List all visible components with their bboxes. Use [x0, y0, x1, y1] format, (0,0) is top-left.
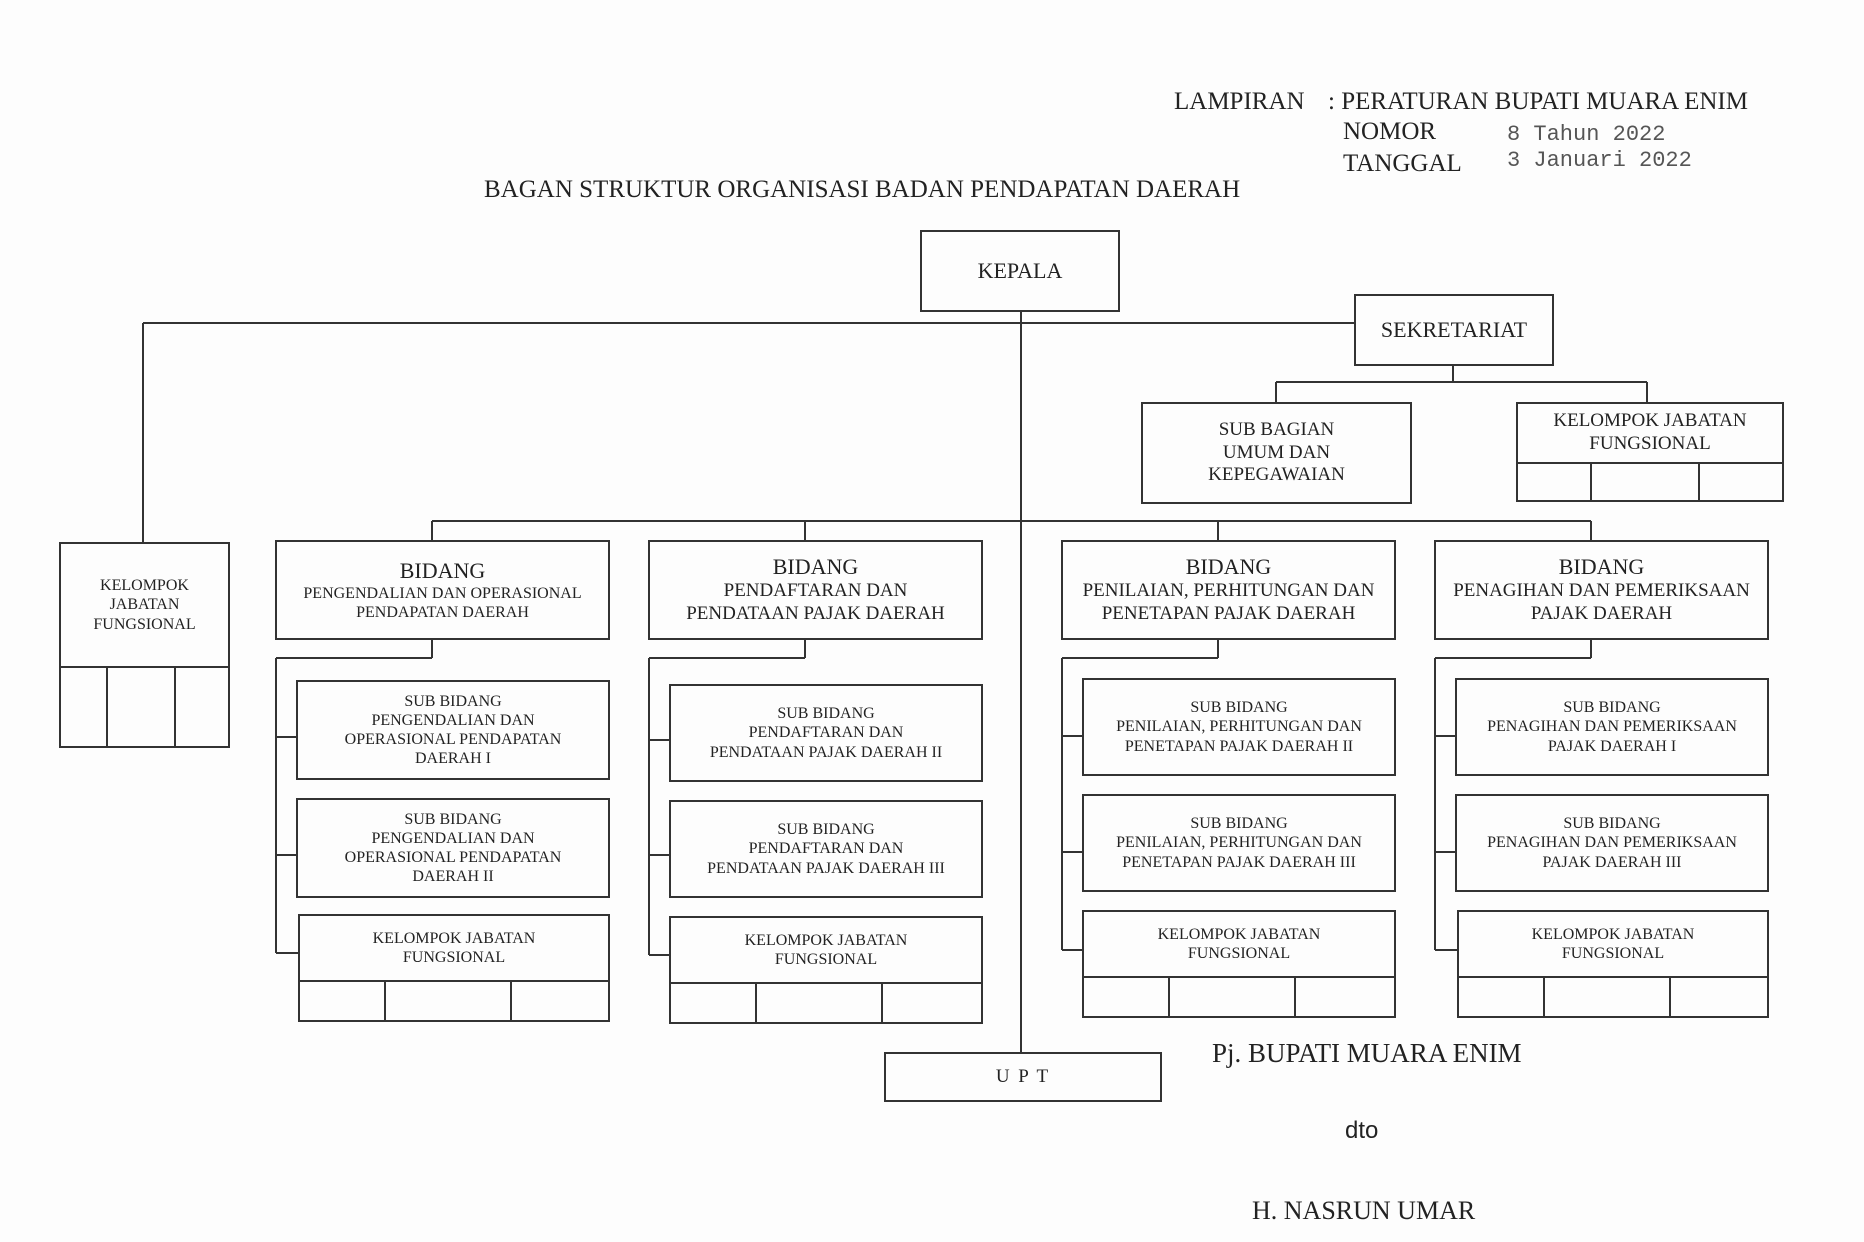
- bidang-penilaian-box: BIDANG PENILAIAN, PERHITUNGAN DAN PENETA…: [1061, 540, 1396, 640]
- kjf-sekretariat-box: KELOMPOK JABATAN FUNGSIONAL: [1516, 402, 1784, 464]
- kjf-bidang-3-cells: [1082, 976, 1396, 1018]
- upt-box: U P T: [884, 1052, 1162, 1102]
- subbid-penagihan-3-box: SUB BIDANG PENAGIHAN DAN PEMERIKSAAN PAJ…: [1455, 794, 1769, 892]
- tanggal-value: 3 Januari 2022: [1507, 148, 1692, 173]
- lampiran-value: : PERATURAN BUPATI MUARA ENIM: [1328, 88, 1748, 115]
- kjf-bidang-3-box: KELOMPOK JABATAN FUNGSIONAL: [1082, 910, 1396, 978]
- subbid-penagihan-1-box: SUB BIDANG PENAGIHAN DAN PEMERIKSAAN PAJ…: [1455, 678, 1769, 776]
- kepala-label: KEPALA: [977, 257, 1063, 283]
- subbid-penilaian-2-box: SUB BIDANG PENILAIAN, PERHITUNGAN DAN PE…: [1082, 678, 1396, 776]
- bidang-pendaftaran-box: BIDANG PENDAFTARAN DAN PENDATAAN PAJAK D…: [648, 540, 983, 640]
- subbag-umum-kepegawaian-box: SUB BAGIAN UMUM DAN KEPEGAWAIAN: [1141, 402, 1412, 504]
- sekretariat-box: SEKRETARIAT: [1354, 294, 1554, 366]
- subbid-pendaftaran-2-box: SUB BIDANG PENDAFTARAN DAN PENDATAAN PAJ…: [669, 684, 983, 782]
- subbid-penilaian-3-box: SUB BIDANG PENILAIAN, PERHITUNGAN DAN PE…: [1082, 794, 1396, 892]
- kjf-sekretariat-cells: [1516, 462, 1784, 502]
- kjf-left-box: KELOMPOK JABATAN FUNGSIONAL: [59, 542, 230, 668]
- kjf-bidang-2-box: KELOMPOK JABATAN FUNGSIONAL: [669, 916, 983, 984]
- subbid-pengendalian-2-box: SUB BIDANG PENGENDALIAN DAN OPERASIONAL …: [296, 798, 610, 898]
- signature-dto: dto: [1345, 1117, 1379, 1144]
- chart-title: BAGAN STRUKTUR ORGANISASI BADAN PENDAPAT…: [484, 176, 1241, 203]
- subbid-pendaftaran-3-box: SUB BIDANG PENDAFTARAN DAN PENDATAAN PAJ…: [669, 800, 983, 898]
- kjf-left-cells: [59, 666, 230, 748]
- kjf-bidang-1-cells: [298, 980, 610, 1022]
- bidang-penagihan-box: BIDANG PENAGIHAN DAN PEMERIKSAAN PAJAK D…: [1434, 540, 1769, 640]
- kjf-bidang-1-box: KELOMPOK JABATAN FUNGSIONAL: [298, 914, 610, 982]
- kjf-bidang-2-cells: [669, 982, 983, 1024]
- nomor-value: 8 Tahun 2022: [1507, 122, 1666, 147]
- kjf-bidang-4-cells: [1457, 976, 1769, 1018]
- sekretariat-label: SEKRETARIAT: [1380, 316, 1528, 342]
- tanggal-label: TANGGAL: [1343, 150, 1462, 177]
- signature-position: Pj. BUPATI MUARA ENIM: [1212, 1038, 1522, 1068]
- kjf-bidang-4-box: KELOMPOK JABATAN FUNGSIONAL: [1457, 910, 1769, 978]
- upt-label: U P T: [995, 1065, 1051, 1087]
- kepala-box: KEPALA: [920, 230, 1120, 312]
- subbid-pengendalian-1-box: SUB BIDANG PENGENDALIAN DAN OPERASIONAL …: [296, 680, 610, 780]
- bidang-pengendalian-box: BIDANG PENGENDALIAN DAN OPERASIONAL PEND…: [275, 540, 610, 640]
- signature-name: H. NASRUN UMAR: [1252, 1196, 1476, 1225]
- nomor-label: NOMOR: [1343, 118, 1437, 145]
- lampiran-label: LAMPIRAN: [1174, 88, 1305, 115]
